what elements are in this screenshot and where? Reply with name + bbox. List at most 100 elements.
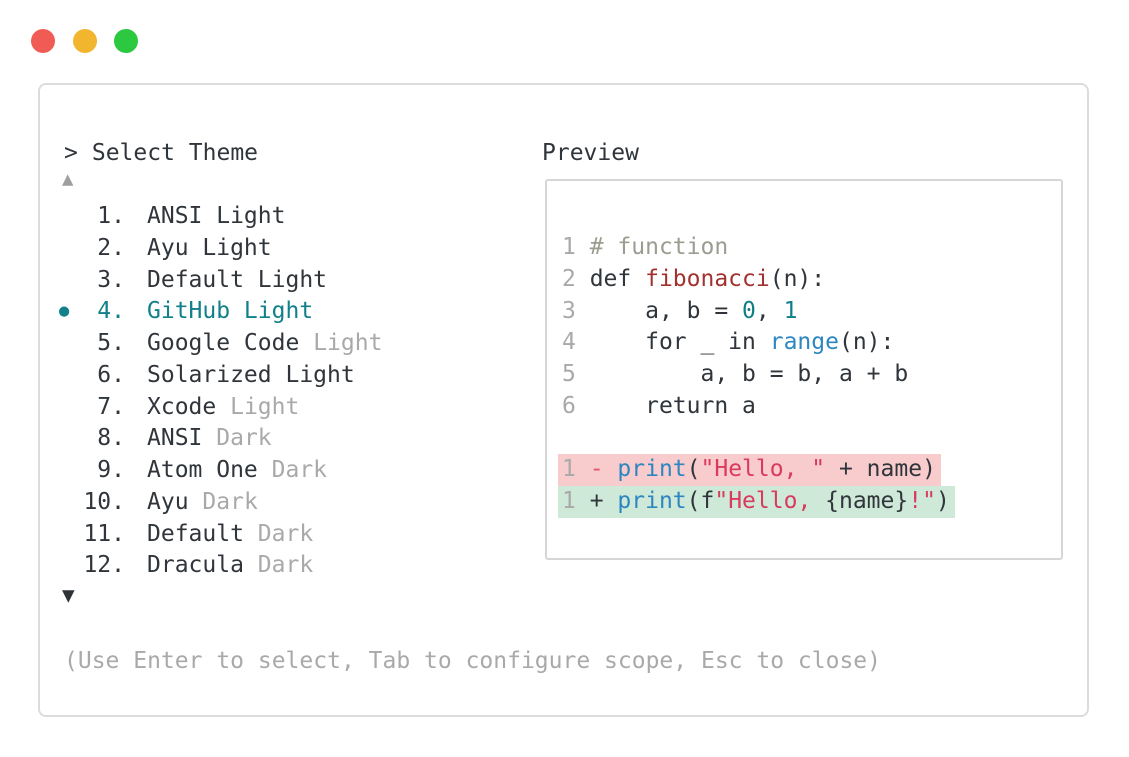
theme-number: 5. — [97, 330, 125, 356]
theme-name: Ayu Dark — [147, 488, 258, 515]
theme-number: 2. — [97, 234, 125, 261]
theme-number: 3. — [97, 266, 125, 293]
theme-name: Default Dark — [147, 520, 314, 547]
theme-list-item[interactable]: 5. Google Code Light — [40, 328, 520, 360]
prompt-icon: > — [64, 140, 78, 166]
theme-number: 10. — [83, 488, 125, 515]
token-text: a, b = — [589, 297, 743, 324]
theme-name: Google Code Light — [147, 330, 383, 356]
theme-list-item[interactable]: 1. ANSI Light — [40, 201, 520, 233]
zoom-button[interactable] — [114, 29, 138, 53]
theme-name: Ayu Light — [147, 234, 272, 261]
token-builtin: print — [617, 456, 687, 483]
code-line: 6 return a — [562, 391, 1061, 423]
theme-list-item[interactable]: 6. Solarized Light — [40, 360, 520, 392]
diff-added-line: 1 + print(f"Hello, {name}!") — [558, 486, 955, 518]
token-number: 1 — [783, 297, 798, 324]
theme-name-variant: Light — [230, 393, 300, 420]
line-number: 2 — [562, 265, 590, 292]
selected-bullet-icon: ● — [59, 301, 70, 322]
token-string: "Hello, " — [700, 456, 826, 483]
dialog-title-text: Select Theme — [91, 140, 259, 166]
code-line: 2 def fibonacci(n): — [562, 264, 1061, 296]
token-text: (n): — [838, 329, 895, 356]
line-number: 4 — [562, 329, 590, 356]
theme-number: 11. — [83, 520, 125, 547]
theme-list-item[interactable]: 10. Ayu Dark — [40, 487, 520, 519]
code-line: 1 + print(f"Hello, {name}!") — [558, 486, 1061, 518]
line-number: 6 — [562, 392, 590, 419]
theme-name: Dracula Dark — [147, 552, 314, 579]
scroll-up-icon[interactable]: ▲ — [62, 168, 74, 190]
code-line: 3 a, b = 0, 1 — [562, 296, 1061, 328]
theme-number: 12. — [83, 552, 125, 579]
theme-name: ANSI Dark — [147, 425, 272, 452]
theme-name-variant: Light — [313, 330, 383, 356]
code-line: 4 for _ in range(n): — [562, 327, 1061, 359]
code-line: 5 a, b = b, a + b — [562, 359, 1061, 391]
token-string: !" — [908, 488, 936, 514]
line-number: 1 — [562, 488, 590, 514]
theme-list-item[interactable]: 3. Default Light — [40, 265, 520, 297]
preview-heading: Preview — [542, 140, 639, 166]
line-number: 3 — [562, 297, 590, 324]
theme-name-variant: Dark — [271, 457, 328, 483]
theme-selector-window: > Select Theme Preview ▲ 1. ANSI Light 2. Ay… — [38, 83, 1089, 717]
token-text: + — [589, 488, 618, 514]
token-number: 0 — [742, 297, 756, 324]
code-line: 1 - print("Hello, " + name) — [558, 454, 1061, 486]
token-comment: # function — [589, 234, 729, 260]
theme-list-item[interactable]: ● 4. GitHub Light — [40, 296, 520, 328]
theme-name-variant: Dark — [202, 488, 258, 515]
theme-list-item[interactable]: 9. Atom One Dark — [40, 455, 520, 487]
theme-name: Solarized Light — [147, 361, 355, 388]
theme-list: 1. ANSI Light 2. Ayu Light 3. Default Light ● 4… — [40, 201, 520, 582]
close-button[interactable] — [31, 29, 55, 53]
token-text: , — [755, 297, 784, 324]
token-text: a, b = b, a + b — [589, 361, 909, 387]
line-number: 1 — [562, 456, 590, 483]
minimize-button[interactable] — [73, 29, 97, 53]
theme-list-item[interactable]: 8. ANSI Dark — [40, 423, 520, 455]
token-text: (f — [686, 488, 715, 514]
code-line — [562, 423, 1061, 455]
theme-list-item[interactable]: 7. Xcode Light — [40, 392, 520, 424]
token-text: ( — [686, 456, 701, 483]
theme-number: 9. — [97, 457, 125, 483]
theme-list-item[interactable]: 12. Dracula Dark — [40, 550, 520, 582]
theme-name: Xcode Light — [147, 393, 300, 420]
scroll-down-icon[interactable]: ▼ — [62, 583, 75, 607]
theme-number: 6. — [97, 361, 125, 388]
theme-name: Atom One Dark — [147, 457, 328, 483]
theme-name-variant: Dark — [257, 520, 314, 547]
theme-number: 4. — [97, 298, 125, 325]
token-text: ) — [935, 488, 950, 514]
theme-name-variant: Dark — [216, 425, 272, 452]
theme-name: GitHub Light — [147, 298, 314, 325]
token-text: + name) — [825, 456, 936, 483]
token-text: (n): — [769, 265, 826, 292]
token-minus: - — [589, 456, 618, 483]
theme-name: Default Light — [147, 266, 328, 293]
token-text: for _ in — [589, 329, 770, 356]
theme-number: 7. — [97, 393, 125, 420]
theme-number: 1. — [97, 203, 125, 229]
dialog-title: > Select Theme — [64, 137, 258, 169]
code-line: 1 # function — [562, 232, 1061, 264]
line-number: 5 — [562, 361, 590, 387]
token-text: def — [589, 265, 646, 292]
theme-name: ANSI Light — [147, 203, 286, 229]
theme-name-variant: Dark — [257, 552, 314, 579]
theme-number: 8. — [97, 425, 125, 452]
token-builtin: range — [769, 329, 839, 356]
token-text: {name} — [825, 488, 909, 514]
theme-list-item[interactable]: 2. Ayu Light — [40, 233, 520, 265]
token-string: "Hello, — [714, 488, 826, 514]
keyboard-hints: (Use Enter to select, Tab to configure s… — [64, 648, 881, 674]
token-function: fibonacci — [645, 265, 770, 292]
diff-removed-line: 1 - print("Hello, " + name) — [558, 454, 941, 486]
theme-list-item[interactable]: 11. Default Dark — [40, 519, 520, 551]
token-text: return a — [589, 392, 756, 419]
